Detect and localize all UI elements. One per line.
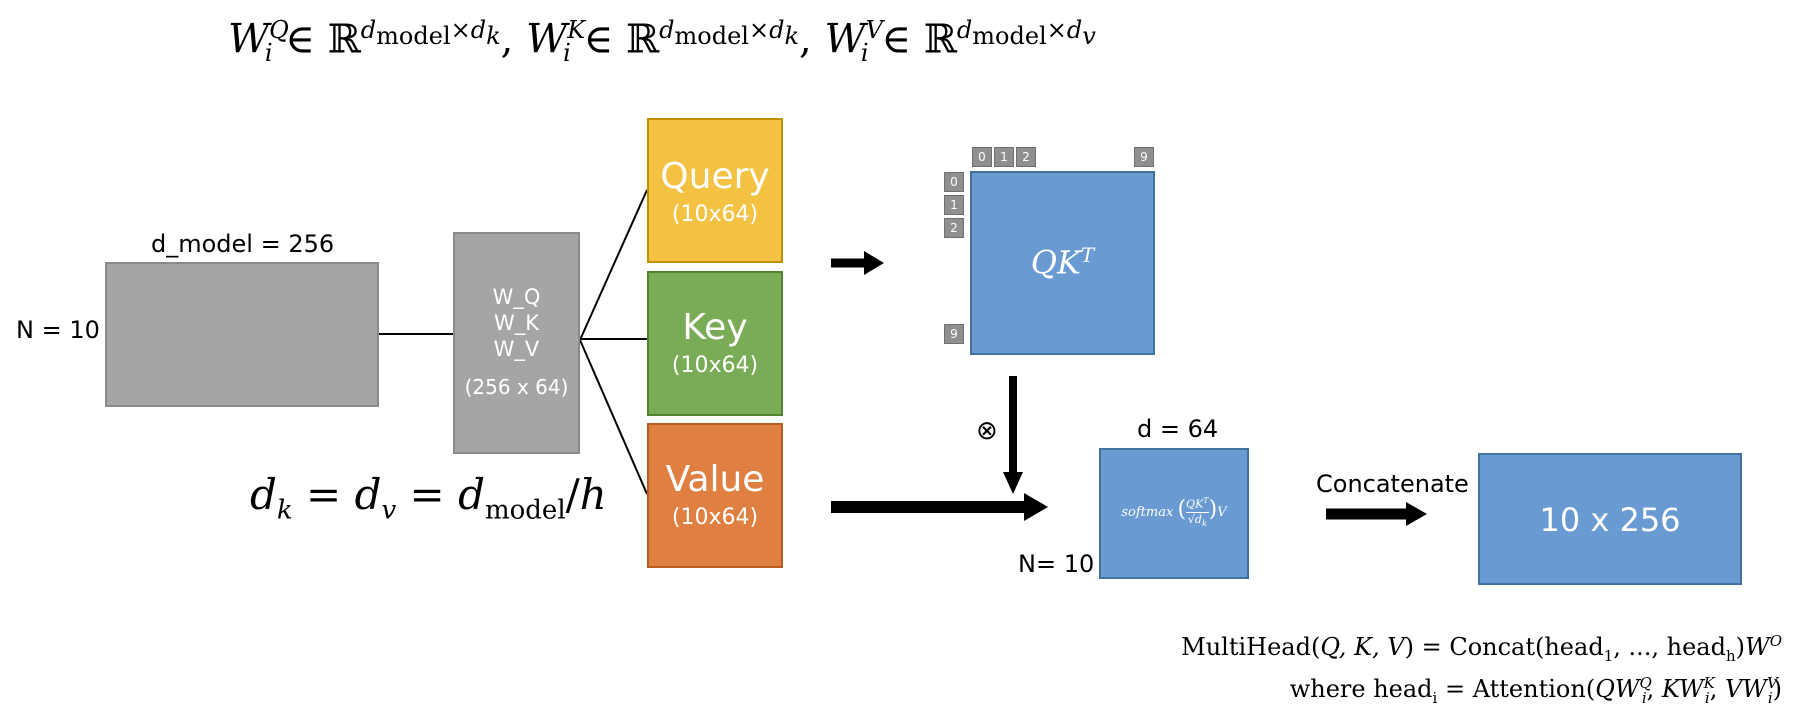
attention-d-label: d = 64: [1137, 415, 1219, 443]
weight-matrix: W_Q W_K W_V (256 x 64): [453, 232, 580, 454]
qkt-matrix: QKT: [970, 171, 1155, 355]
head-formula: where headi = Attention(QWQi, KWKi, VWVi…: [1289, 674, 1782, 707]
key-title: Key: [682, 307, 748, 348]
qk-arrow: [831, 251, 884, 275]
value-arrow: [831, 493, 1048, 521]
attention-n-label: N= 10: [1018, 550, 1095, 578]
multihead-formula: MultiHead(Q, K, V) = Concat(head1, ..., …: [1181, 632, 1782, 665]
output-matrix: 10 x 256: [1478, 453, 1742, 585]
concat-arrow: [1326, 502, 1427, 526]
output-label: 10 x 256: [1539, 501, 1681, 539]
row-index-1: 1: [944, 195, 964, 215]
dk-dv-formula: dk = dv = dmodel/h: [250, 470, 607, 526]
col-index-0: 0: [972, 147, 992, 167]
weights-to-value-line: [579, 339, 648, 495]
row-index-9: 9: [944, 324, 964, 344]
down-arrow: [1003, 376, 1023, 494]
weight-shapes-formula: WQi ∈ ℝdmodel×dk, WKi ∈ ℝdmodel×dk, WVi …: [228, 16, 1096, 68]
weight-shape-label: (256 x 64): [464, 375, 569, 399]
key-shape: (10x64): [671, 353, 759, 378]
col-index-1: 1: [994, 147, 1014, 167]
qkt-label: QKT: [1030, 243, 1095, 282]
value-box: Value (10x64): [647, 423, 783, 568]
wv-label: W_V: [493, 337, 540, 361]
query-title: Query: [660, 156, 770, 197]
col-index-9: 9: [1134, 147, 1154, 167]
col-index-2: 2: [1016, 147, 1036, 167]
softmax-formula: softmax (QKT√dk)V: [1121, 496, 1227, 528]
wk-label: W_K: [493, 311, 540, 335]
attention-output-box: softmax (QKT√dk)V: [1099, 448, 1249, 579]
concatenate-label: Concatenate: [1316, 470, 1469, 498]
multiply-icon: ⊗: [976, 416, 998, 446]
n-rows-label: N = 10: [16, 316, 100, 344]
value-shape: (10x64): [671, 505, 759, 530]
query-shape: (10x64): [671, 202, 759, 227]
dmodel-label: d_model = 256: [151, 230, 335, 258]
query-box: Query (10x64): [647, 118, 783, 263]
key-box: Key (10x64): [647, 271, 783, 416]
row-index-2: 2: [944, 218, 964, 238]
weights-to-query-line: [579, 189, 648, 341]
wq-label: W_Q: [492, 285, 541, 309]
row-index-0: 0: [944, 172, 964, 192]
value-title: Value: [665, 459, 765, 500]
input-matrix: [105, 262, 379, 407]
